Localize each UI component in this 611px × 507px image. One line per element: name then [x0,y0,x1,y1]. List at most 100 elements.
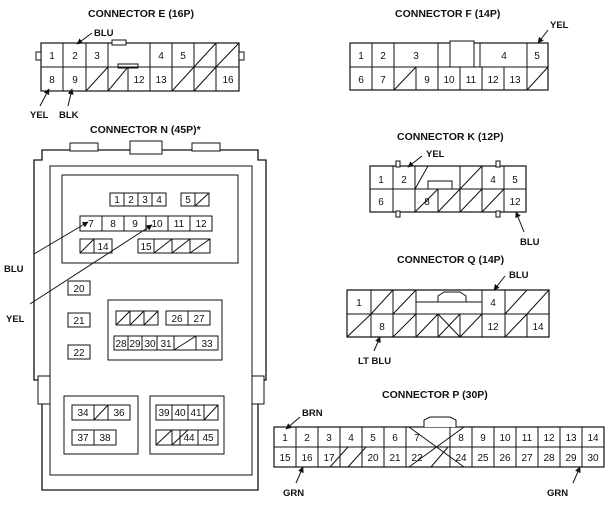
n-pin-22: 22 [73,348,85,359]
p-pin-8: 8 [458,433,464,444]
connector-f-title: CONNECTOR F (14P) [395,8,500,20]
f-pin-5: 5 [534,51,540,62]
n-pin-30: 30 [144,339,156,350]
n-pin-45: 45 [202,433,214,444]
n-pin-44: 44 [183,433,195,444]
connector-e: CONNECTOR E (16P) 1 2 3 4 5 8 9 12 13 16 [30,8,245,121]
q-pin-14: 14 [532,322,544,333]
e-pin-3: 3 [94,51,100,62]
n-pin-1: 1 [114,195,120,206]
e-wire-blk: BLK [59,110,79,121]
e-pin-1: 1 [49,51,55,62]
connector-q: CONNECTOR Q (14P) 1 4 8 12 14 BLU LT BLU [346,254,550,367]
e-wire-yel: YEL [30,110,49,121]
n-pin-4: 4 [156,195,162,206]
p-pin-1: 1 [282,433,288,444]
n-pin-26: 26 [171,314,183,325]
connector-k: CONNECTOR K (12P) 1 2 4 5 6 8 12 YEL BLU [369,131,540,248]
n-pin-7: 7 [88,219,94,230]
k-pin-8: 8 [424,197,430,208]
p-pin-30: 30 [587,453,599,464]
n-pin-21: 21 [73,316,85,327]
e-pin-8: 8 [49,75,55,86]
e-pin-13: 13 [155,75,167,86]
q-pin-8: 8 [379,322,385,333]
p-pin-21: 21 [389,453,401,464]
p-pin-20: 20 [367,453,379,464]
f-pin-9: 9 [424,75,430,86]
p-pin-28: 28 [543,453,555,464]
n-pin-5: 5 [185,195,191,206]
q-wire-blu: BLU [509,270,529,281]
connector-p-title: CONNECTOR P (30P) [382,389,488,401]
p-pin-7: 7 [414,433,420,444]
k-pin-1: 1 [378,175,384,186]
p-wire-grn-left: GRN [283,488,304,499]
n-pin-36: 36 [113,408,125,419]
f-pin-13: 13 [509,75,521,86]
connector-e-title: CONNECTOR E (16P) [88,8,194,20]
n-wire-yel: YEL [6,314,25,325]
n-pin-27: 27 [193,314,205,325]
p-pin-3: 3 [326,433,332,444]
f-pin-12: 12 [487,75,499,86]
n-pin-12: 12 [195,219,207,230]
n-pin-10: 10 [151,219,163,230]
k-wire-yel: YEL [426,149,445,160]
n-pin-33: 33 [201,339,213,350]
p-pin-25: 25 [477,453,489,464]
n-pin-2: 2 [128,195,134,206]
q-pin-12: 12 [487,322,499,333]
connector-n: CONNECTOR N (45P)* 1 2 3 4 5 7 8 9 [4,124,267,491]
n-pin-29: 29 [129,339,141,350]
p-pin-5: 5 [370,433,376,444]
p-pin-2: 2 [304,433,310,444]
n-pin-9: 9 [132,219,138,230]
q-wire-ltblu: LT BLU [358,356,391,367]
n-pin-28: 28 [115,339,127,350]
n-pin-8: 8 [110,219,116,230]
f-pin-6: 6 [358,75,364,86]
p-pin-22: 22 [411,453,423,464]
p-pin-13: 13 [565,433,577,444]
connector-n-title: CONNECTOR N (45P)* [90,124,202,136]
f-pin-10: 10 [443,75,455,86]
f-wire-yel: YEL [550,20,569,31]
n-pin-37: 37 [77,433,89,444]
p-wire-brn: BRN [302,408,323,419]
p-pin-12: 12 [543,433,555,444]
e-pin-2: 2 [72,51,78,62]
e-pin-12: 12 [133,75,145,86]
k-pin-12: 12 [509,197,521,208]
p-wire-grn-right: GRN [547,488,568,499]
p-pin-29: 29 [565,453,577,464]
n-pin-15: 15 [140,242,152,253]
p-pin-16: 16 [301,453,313,464]
p-pin-14: 14 [587,433,599,444]
p-pin-15: 15 [279,453,291,464]
n-pin-40: 40 [174,408,186,419]
n-wire-blu: BLU [4,264,24,275]
p-pin-4: 4 [348,433,354,444]
k-pin-4: 4 [490,175,496,186]
n-pin-11: 11 [174,219,185,230]
n-pin-39: 39 [158,408,170,419]
connector-q-title: CONNECTOR Q (14P) [397,254,504,266]
connector-f: CONNECTOR F (14P) 1 2 3 4 5 6 7 9 10 11 … [349,8,569,91]
n-pin-41: 41 [190,408,202,419]
n-pin-34: 34 [77,408,89,419]
p-pin-24: 24 [455,453,467,464]
e-pin-16: 16 [222,75,234,86]
k-wire-blu: BLU [520,237,540,248]
k-pin-2: 2 [401,175,407,186]
e-pin-5: 5 [180,51,186,62]
e-wire-blu: BLU [94,28,114,39]
p-pin-27: 27 [521,453,533,464]
n-pin-3: 3 [142,195,148,206]
k-pin-6: 6 [378,197,384,208]
q-pin-4: 4 [490,298,496,309]
f-pin-2: 2 [380,51,386,62]
f-pin-4: 4 [501,51,507,62]
